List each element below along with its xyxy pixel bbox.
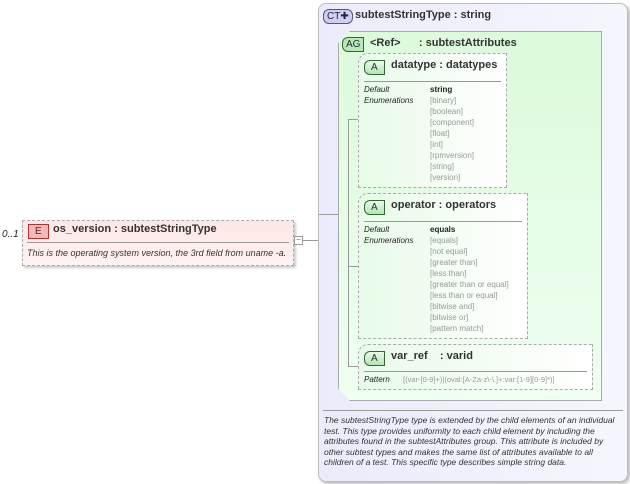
attribute-badge: A	[364, 60, 385, 75]
connector	[319, 214, 348, 215]
enum-value: [less than or equal]	[430, 291, 498, 300]
enum-value: [float]	[430, 129, 450, 138]
attribute-title: var_ref : varid	[391, 350, 473, 362]
divider	[27, 242, 289, 243]
complex-type-title: subtestStringType : string	[355, 9, 492, 21]
default-label: Default	[364, 225, 390, 234]
enum-value: [pattern match]	[430, 324, 484, 333]
connector	[302, 240, 318, 241]
tree-branch	[348, 366, 358, 367]
enum-value: [greater than]	[430, 258, 478, 267]
element-badge: E	[28, 224, 49, 239]
attribute-badge: A	[364, 200, 385, 215]
enum-value: [binary]	[430, 96, 457, 105]
enum-value: [not equal]	[430, 247, 468, 256]
default-value: string	[430, 85, 453, 94]
complex-type-description: The subtestStringType type is extended b…	[324, 415, 615, 467]
attribute-var-ref[interactable]: A var_ref : varid Pattern [(var-[0-9]+)|…	[358, 344, 593, 390]
element-description: This is the operating system version, th…	[27, 248, 287, 258]
divider	[364, 221, 522, 222]
complex-type-badge: CT✚	[323, 9, 353, 24]
divider	[323, 410, 623, 411]
divider	[364, 81, 501, 82]
enum-value: [boolean]	[430, 107, 463, 116]
pattern-label: Pattern	[364, 375, 390, 384]
default-label: Default	[364, 85, 390, 94]
enum-value: [rpmversion]	[430, 151, 475, 160]
enum-value: [component]	[430, 118, 475, 127]
tree-line	[348, 119, 349, 367]
enum-value: [equals]	[430, 236, 459, 245]
enum-value: [greater than or equal]	[430, 280, 509, 289]
enumerations-label: Enumerations	[364, 96, 414, 105]
tree-branch	[348, 119, 358, 120]
enum-value: [bitwise and]	[430, 302, 475, 311]
occurrence-label: 0..1	[2, 229, 19, 240]
divider	[364, 371, 587, 372]
enum-value: [bitwise or]	[430, 313, 469, 322]
enum-value: [less than]	[430, 269, 467, 278]
enum-value: [version]	[430, 173, 461, 182]
attribute-group-badge: AG	[342, 37, 365, 52]
enum-value: [int]	[430, 140, 443, 149]
tree-branch	[348, 266, 358, 267]
attribute-group-title: <Ref> : subtestAttributes	[370, 37, 517, 49]
element-os-version[interactable]: E os_version : subtestStringType This is…	[22, 220, 294, 266]
complex-type-box: CT✚ subtestStringType : string AG <Ref> …	[318, 3, 628, 482]
default-value: equals	[430, 225, 456, 234]
pattern-value: [(var-[0-9]+)|(oval:[A-Za-z\-\.]+:var:[1…	[403, 375, 555, 384]
element-title: os_version : subtestStringType	[53, 223, 217, 235]
attribute-title: datatype : datatypes	[391, 59, 498, 71]
enum-value: [string]	[430, 162, 455, 171]
enumerations-label: Enumerations	[364, 236, 414, 245]
attribute-title: operator : operators	[391, 199, 497, 211]
attribute-badge: A	[364, 351, 385, 366]
